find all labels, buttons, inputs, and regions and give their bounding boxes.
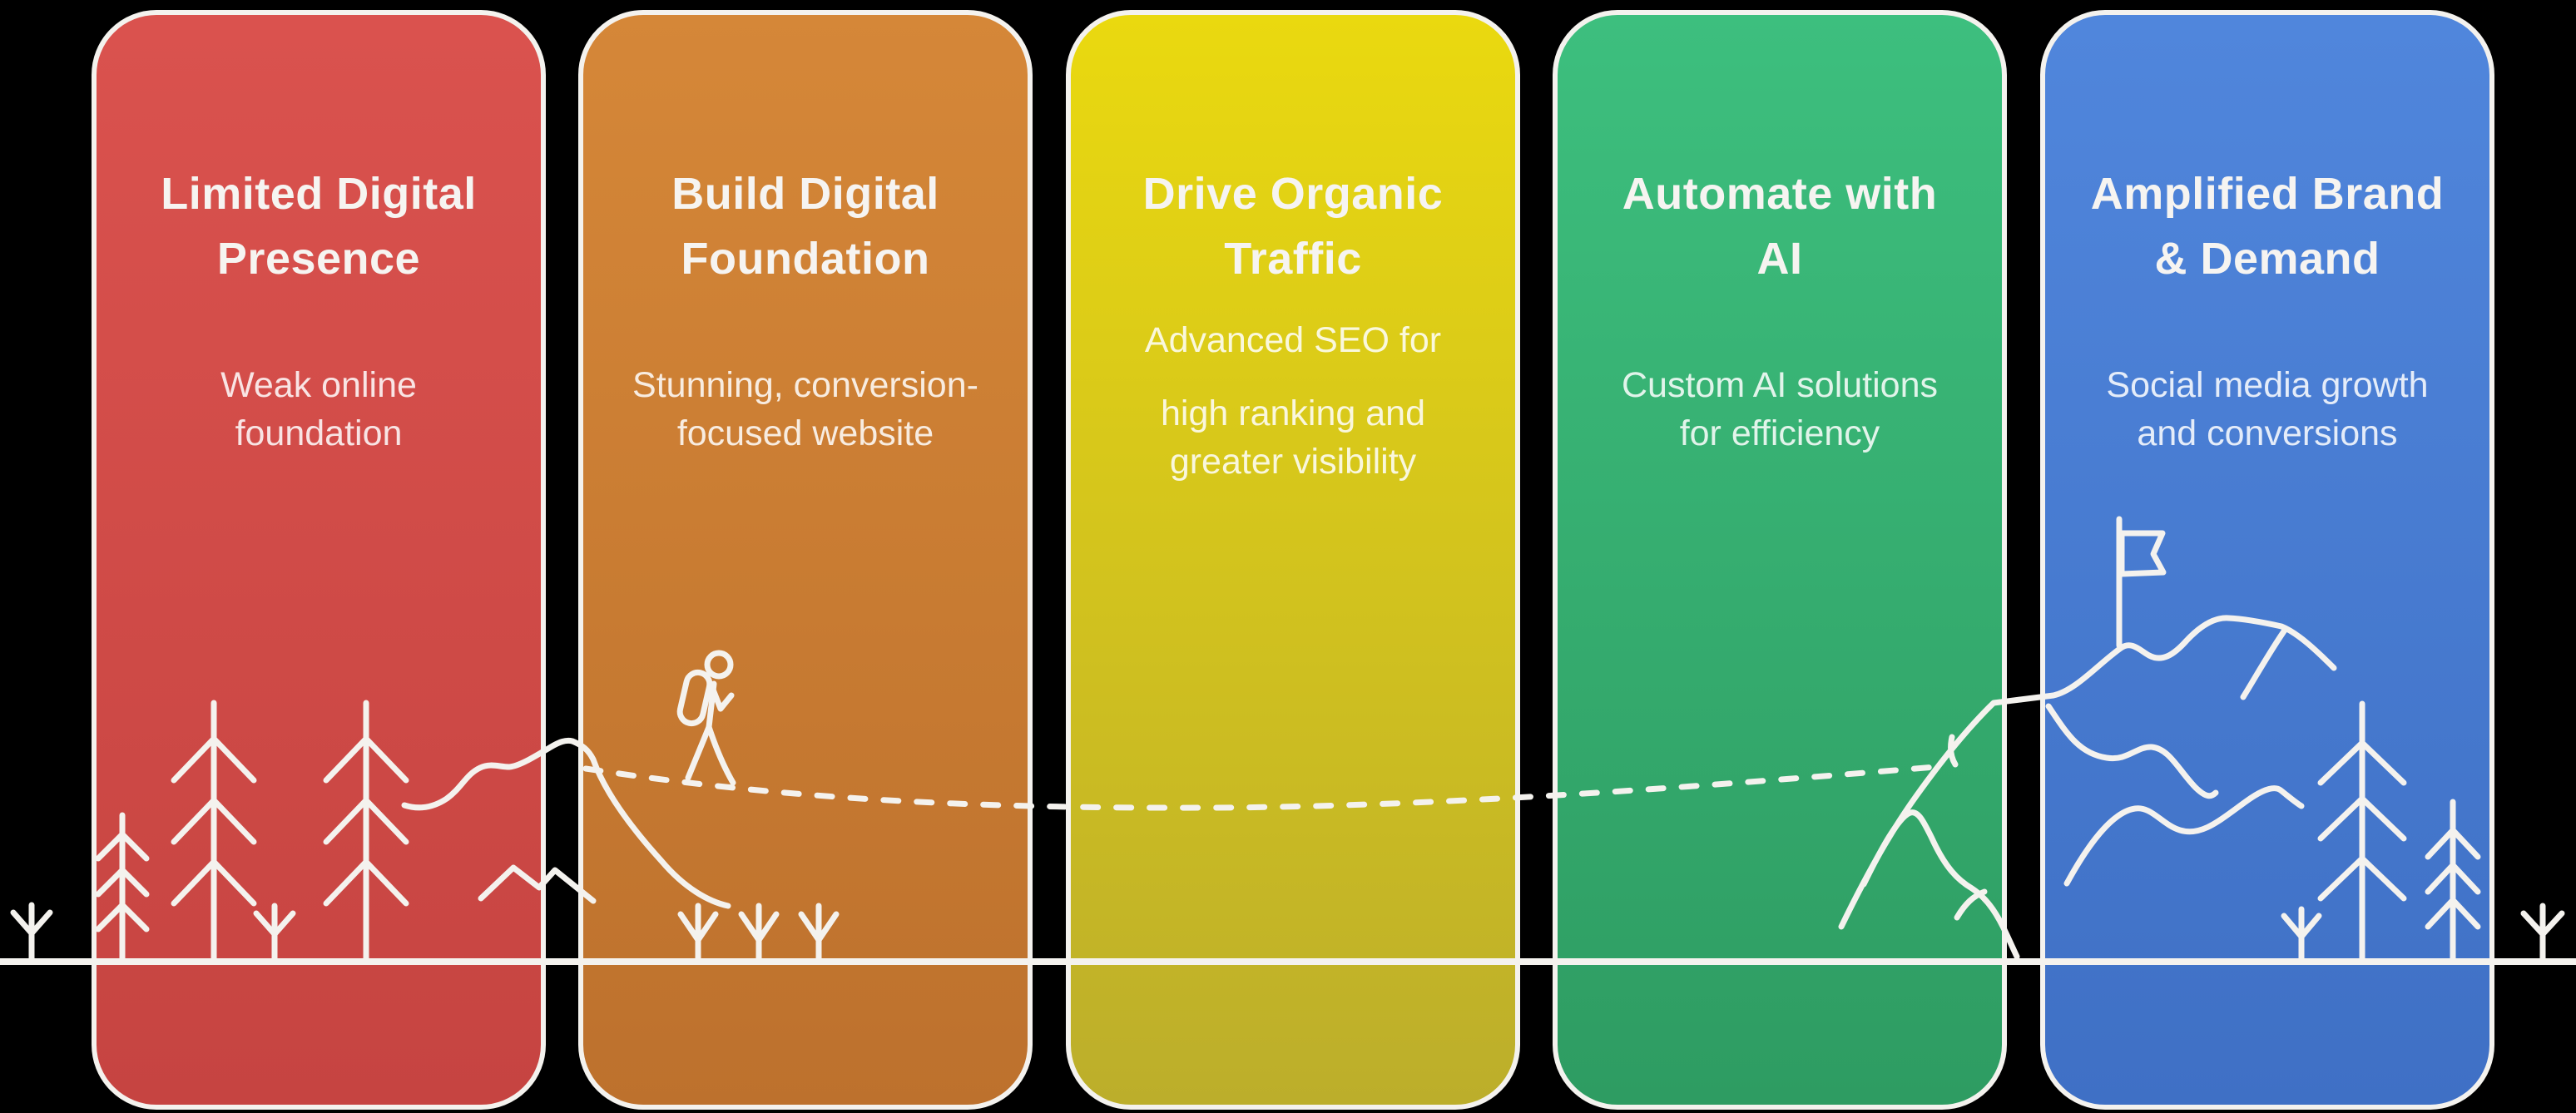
card-subtitle: Social media growth and conversions: [2106, 365, 2429, 453]
stage-card-limited-digital-presence: Limited Digital Presence Weak online fou…: [92, 10, 546, 1110]
card-subtitle: Weak online foundation: [220, 365, 417, 453]
card-subtitle: Custom AI solutions for efficiency: [1621, 365, 1938, 453]
card-title: Limited Digital Presence: [161, 169, 477, 284]
card-subtitle-secondary: high ranking and greater visibility: [1161, 393, 1425, 482]
card-title: Drive Organic Traffic: [1142, 169, 1444, 284]
stage-card-drive-organic-traffic: Drive Organic Traffic Advanced SEO for h…: [1066, 10, 1520, 1110]
card-subtitle: Stunning, conversion- focused website: [632, 365, 978, 453]
stage-card-automate-with-ai: Automate with AI Custom AI solutions for…: [1553, 10, 2007, 1110]
stage-card-amplified-brand-demand: Amplified Brand & Demand Social media gr…: [2040, 10, 2494, 1110]
card-subtitle: Advanced SEO for: [1144, 320, 1442, 360]
sprout-icon: [2520, 903, 2565, 965]
card-title: Build Digital Foundation: [671, 169, 939, 284]
card-title: Amplified Brand & Demand: [2090, 169, 2445, 284]
card-title: Automate with AI: [1622, 169, 1938, 284]
sprout-icon: [10, 902, 53, 965]
stage-card-build-digital-foundation: Build Digital Foundation Stunning, conve…: [578, 10, 1033, 1110]
